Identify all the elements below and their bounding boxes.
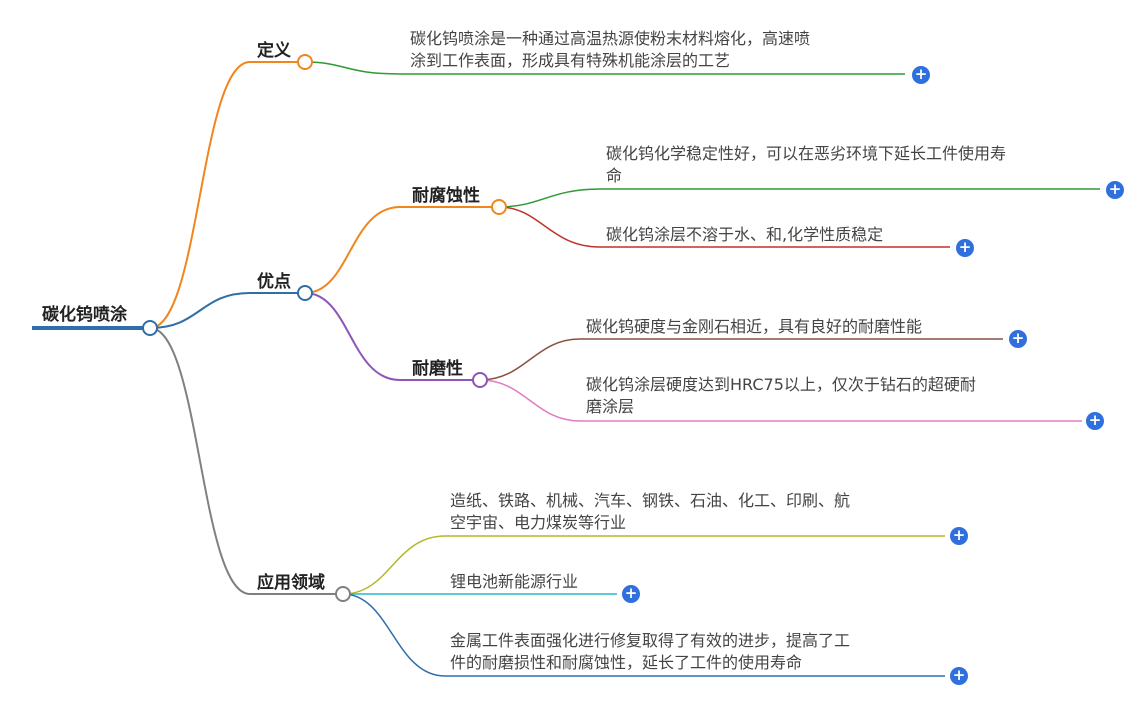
expand-plus-icon[interactable]: + [1086, 412, 1104, 430]
leaf-wear-1[interactable]: 碳化钨硬度与金刚石相近，具有良好的耐磨性能 [586, 317, 923, 336]
applications-node-circle[interactable] [335, 586, 351, 602]
edge-root-advantages [149, 292, 305, 329]
expand-plus-icon[interactable]: + [950, 527, 968, 545]
edge-definition-leaf [304, 61, 905, 75]
expand-plus-icon[interactable]: + [956, 239, 974, 257]
root-node[interactable]: 碳化钨喷涂 [42, 305, 127, 325]
wear-node-circle[interactable] [472, 372, 488, 388]
leaf-wear-2[interactable]: 碳化钨涂层硬度达到HRC75以上，仅次于钻石的超硬耐 磨涂层 [586, 375, 976, 416]
leaf-applications-3[interactable]: 金属工件表面强化进行修复取得了有效的进步，提高了工 件的耐磨损性和耐腐蚀性，延长… [450, 631, 851, 672]
leaf-applications-1[interactable]: 造纸、铁路、机械、汽车、钢铁、石油、化工、印刷、航 空宇宙、电力煤炭等行业 [450, 491, 851, 532]
sub-branch-corrosion-resistance[interactable]: 耐腐蚀性 [412, 186, 480, 206]
edge-advantages-corrosion [304, 206, 499, 294]
expand-plus-icon[interactable]: + [912, 66, 930, 84]
edge-root-definition [149, 61, 305, 329]
advantages-node-circle[interactable] [297, 285, 313, 301]
expand-plus-icon[interactable]: + [622, 585, 640, 603]
edge-applications-leaf-3 [342, 593, 945, 677]
leaf-applications-2[interactable]: 锂电池新能源行业 [450, 572, 579, 591]
sub-branch-wear-resistance[interactable]: 耐磨性 [412, 359, 463, 379]
expand-plus-icon[interactable]: + [950, 667, 968, 685]
branch-applications[interactable]: 应用领域 [257, 573, 325, 593]
edge-corrosion-leaf-1 [498, 188, 1100, 208]
leaf-definition[interactable]: 碳化钨喷涂是一种通过高温热源使粉末材料熔化，高速喷 涂到工作表面，形成具有特殊机… [410, 29, 811, 70]
leaf-corrosion-2[interactable]: 碳化钨涂层不溶于水、和,化学性质稳定 [606, 225, 884, 244]
definition-node-circle[interactable] [297, 54, 313, 70]
leaf-corrosion-1[interactable]: 碳化钨化学稳定性好，可以在恶劣环境下延长工件使用寿 命 [606, 144, 1007, 185]
expand-plus-icon[interactable]: + [1009, 330, 1027, 348]
corrosion-node-circle[interactable] [491, 199, 507, 215]
edge-applications-leaf-1 [342, 535, 945, 595]
branch-advantages[interactable]: 优点 [257, 272, 291, 292]
edge-wear-leaf-2 [479, 379, 1082, 422]
edge-corrosion-leaf-2 [498, 206, 950, 248]
edge-root-applications [149, 327, 343, 595]
expand-plus-icon[interactable]: + [1106, 181, 1124, 199]
edge-advantages-wear [304, 292, 480, 381]
edge-wear-leaf-1 [479, 338, 1003, 381]
root-node-circle[interactable] [142, 320, 158, 336]
branch-definition[interactable]: 定义 [257, 41, 291, 61]
